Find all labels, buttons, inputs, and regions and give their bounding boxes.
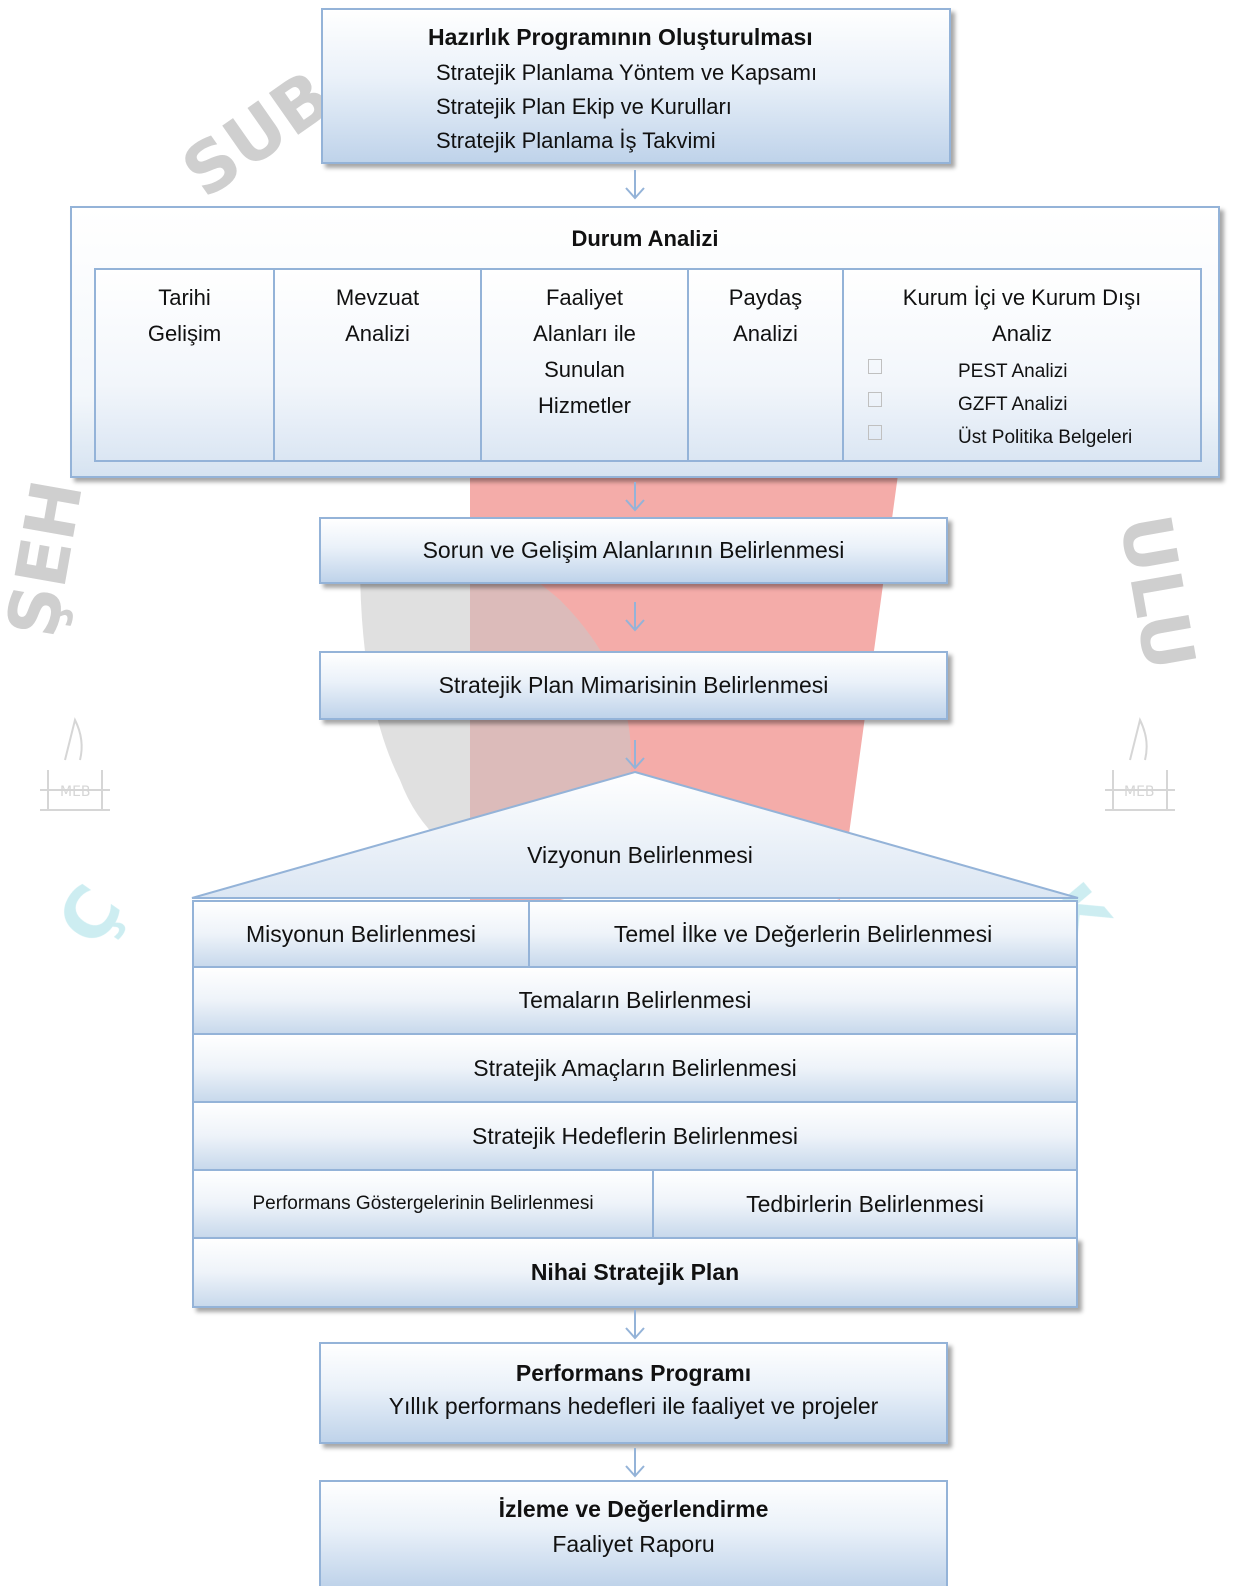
mevzuat-analizi-label: Mevzuat Analizi (335, 285, 420, 346)
amaclar-row: Stratejik Amaçların Belirlenmesi (192, 1033, 1078, 1103)
hazirlik-programi-box: Hazırlık Programının Oluşturulması Strat… (321, 8, 951, 164)
plan-mimarisi-box: Stratejik Plan Mimarisinin Belirlenmesi (319, 651, 948, 720)
performans-programi-title: Performans Programı (515, 1360, 752, 1386)
gzft-analizi-label: GZFT Analizi (958, 394, 1068, 415)
flow-arrow (625, 1448, 645, 1478)
kurum-analizi-cell: Kurum İçi ve Kurum Dışı Analiz PEST Anal… (842, 268, 1202, 462)
svg-text:SUB: SUB (168, 55, 347, 214)
izleme-title: İzleme ve Değerlendirme (498, 1496, 769, 1522)
faaliyet-alanlari-cell: Faaliyet Alanları ile Sunulan Hizmetler (480, 268, 689, 462)
flow-arrow (625, 740, 645, 770)
misyon-temel-row: Misyonun Belirlenmesi Temel İlke ve Değe… (192, 900, 1078, 968)
checkbox-icon (868, 392, 882, 407)
faaliyet-alanlari-label: Faaliyet Alanları ile Sunulan Hizmetler (533, 285, 636, 418)
performans-gostergeleri-box: Performans Göstergelerinin Belirlenmesi (194, 1171, 654, 1237)
hazirlik-item: Stratejik Plan Ekip ve Kurulları (436, 94, 732, 119)
hazirlik-item: Stratejik Planlama İş Takvimi (436, 128, 716, 153)
svg-text:MEB: MEB (60, 784, 91, 800)
ust-politika-label: Üst Politika Belgeleri (958, 427, 1133, 448)
svg-text:ULU: ULU (1103, 509, 1211, 677)
kurum-analizi-label: Kurum İçi ve Kurum Dışı Analiz (902, 285, 1142, 346)
temel-ilke-box: Temel İlke ve Değerlerin Belirlenmesi (613, 920, 993, 947)
meb-emblem-left (40, 717, 110, 811)
paydas-analizi-label: Paydaş Analizi (728, 285, 803, 346)
vizyon-triangle (191, 770, 1079, 899)
pest-analizi-label: PEST Analizi (958, 361, 1068, 382)
meb-emblem-right (1105, 717, 1175, 811)
izleme-subtitle: Faaliyet Raporu (552, 1531, 715, 1557)
tarihi-gelisim-label: Tarihi Gelişim (147, 285, 222, 346)
svg-text:ŞEH: ŞEH (0, 474, 99, 643)
hazirlik-title: Hazırlık Programının Oluşturulması (428, 24, 813, 50)
performans-programi-subtitle: Yıllık performans hedefleri ile faaliyet… (388, 1393, 879, 1419)
flow-arrow (625, 170, 645, 200)
flow-arrow (625, 482, 645, 512)
hedefler-row: Stratejik Hedeflerin Belirlenmesi (192, 1101, 1078, 1171)
svg-text:MEB: MEB (1124, 784, 1155, 800)
checkbox-icon (868, 425, 882, 440)
durum-analizi-title: Durum Analizi (571, 226, 719, 251)
vizyon-label: Vizyonun Belirlenmesi (527, 842, 753, 868)
nihai-plan-row: Nihai Stratejik Plan (192, 1237, 1078, 1308)
sorun-gelisim-box: Sorun ve Gelişim Alanlarının Belirlenmes… (319, 517, 948, 584)
hazirlik-item: Stratejik Planlama Yöntem ve Kapsamı (436, 60, 818, 85)
tarihi-gelisim-cell: Tarihi Gelişim (94, 268, 275, 462)
temalar-row: Temaların Belirlenmesi (192, 966, 1078, 1035)
svg-text:Ç: Ç (42, 871, 139, 960)
performans-programi-box: Performans Programı Yıllık performans he… (319, 1342, 948, 1444)
flow-arrow (625, 1310, 645, 1340)
flow-arrow (625, 602, 645, 632)
tedbirler-box: Tedbirlerin Belirlenmesi (746, 1190, 984, 1217)
misyon-box: Misyonun Belirlenmesi (194, 902, 530, 966)
checkbox-icon (868, 359, 882, 374)
durum-analizi-box: Durum Analizi Tarihi Gelişim Mevzuat Ana… (70, 206, 1220, 478)
izleme-degerlendirme-box: İzleme ve Değerlendirme Faaliyet Raporu (319, 1480, 948, 1586)
paydas-analizi-cell: Paydaş Analizi (687, 268, 844, 462)
gosterge-tedbir-row: Performans Göstergelerinin Belirlenmesi … (192, 1169, 1078, 1239)
mevzuat-analizi-cell: Mevzuat Analizi (273, 268, 482, 462)
